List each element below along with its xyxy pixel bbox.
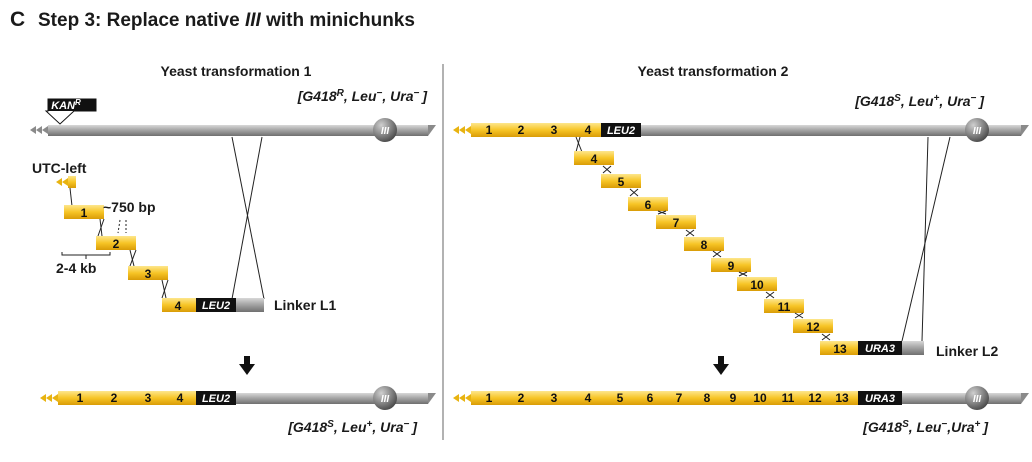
left-result-chunk: 4	[177, 391, 184, 405]
right-chunk-8: 8	[684, 237, 724, 252]
svg-text:1: 1	[81, 206, 88, 220]
svg-text:6: 6	[645, 198, 652, 212]
svg-text:III: III	[973, 394, 982, 405]
chunk-link	[575, 136, 583, 153]
left-chunk-3: 3	[128, 266, 168, 281]
right-result-chromosome: III	[453, 386, 1029, 410]
right-result-chunk: 8	[704, 391, 711, 405]
right-crossover	[901, 136, 951, 342]
right-result-chunk: 3	[551, 391, 558, 405]
left-result-chromosome: III	[40, 386, 436, 410]
right-result-chunk: 5	[617, 391, 624, 405]
left-centromere	[373, 118, 397, 142]
right-chunk-7: 7	[656, 215, 696, 230]
svg-text:10: 10	[750, 278, 764, 292]
right-chunk-4: 4	[574, 151, 614, 166]
right-chunk-6: 6	[628, 197, 668, 212]
right-top-chunk: 3	[551, 123, 558, 137]
left-phenotype-after: [G418S, Leu+, Ura−]	[287, 419, 418, 436]
left-leu2-marker: LEU2	[202, 300, 230, 312]
right-result-chunk: 7	[676, 391, 683, 405]
svg-text:3: 3	[145, 267, 152, 281]
overlap-bracket	[117, 219, 127, 234]
size-label: ~750 bp	[103, 199, 156, 215]
panel-letter: C	[10, 8, 25, 31]
left-result-leu2-marker: LEU2	[202, 393, 230, 405]
left-native-chromosome: III	[30, 118, 436, 142]
right-heading: Yeast transformation 2	[638, 63, 789, 79]
right-chunk-9: 9	[711, 258, 751, 273]
chunk-link	[129, 249, 137, 267]
right-chunk-11: 11	[764, 299, 804, 314]
right-result-chunk: 9	[730, 391, 737, 405]
right-chunk-12: 12	[793, 319, 833, 334]
kan-marker: KANR	[44, 98, 97, 125]
left-chunk-1: 1	[64, 205, 104, 220]
left-centromere-label: III	[381, 126, 390, 137]
right-result-chunk: 10	[753, 391, 767, 405]
right-ura3-marker: URA3	[865, 343, 895, 355]
right-chunk-junctions	[602, 165, 831, 341]
svg-text:13: 13	[833, 342, 847, 356]
right-result-chunk: 2	[518, 391, 525, 405]
right-chunk-5: 5	[601, 174, 641, 189]
right-top-chunk: 4	[585, 123, 592, 137]
left-result-chunk: 3	[145, 391, 152, 405]
span-label: 2-4 kb	[56, 260, 96, 276]
left-chunk-2: 2	[96, 236, 136, 251]
svg-text:9: 9	[728, 259, 735, 273]
right-result-chunk: 11	[782, 391, 795, 405]
chunk-link	[129, 249, 135, 267]
svg-text:III: III	[973, 126, 982, 137]
right-phenotype-before: [G418S, Leu+, Ura−]	[854, 93, 985, 110]
chunk-link	[575, 136, 581, 153]
chunk-link	[97, 218, 105, 237]
right-top-chunk: 1	[486, 123, 493, 137]
right-phenotype-after: [G418S, Leu−,Ura+]	[862, 419, 989, 436]
chunk-link	[161, 279, 169, 299]
left-crossover	[231, 136, 265, 300]
svg-text:2: 2	[113, 237, 120, 251]
svg-text:4: 4	[175, 299, 182, 313]
left-chunk-4-linker: 4 LEU2	[162, 298, 264, 313]
right-result-ura3-marker: URA3	[865, 393, 895, 405]
right-top-chromosome: III	[453, 118, 1029, 142]
chunk-link	[161, 279, 167, 299]
span-bracket	[61, 252, 111, 259]
left-heading: Yeast transformation 1	[161, 63, 312, 79]
left-down-arrow-icon	[239, 356, 255, 375]
panel-title: Step 3: Replace native III with minichun…	[38, 10, 415, 31]
utc-left-label: UTC-left	[32, 160, 87, 176]
svg-text:11: 11	[778, 300, 791, 314]
right-top-leu2-marker: LEU2	[607, 125, 635, 137]
utc-left-arrows	[56, 176, 76, 188]
right-result-chunk: 4	[585, 391, 592, 405]
linker-l2-label: Linker L2	[936, 343, 998, 359]
svg-text:III: III	[381, 394, 390, 405]
utc-link	[69, 187, 73, 207]
right-result-chunk: 13	[835, 391, 849, 405]
linker-l1-label: Linker L1	[274, 297, 336, 313]
left-result-chunk: 1	[77, 391, 84, 405]
right-result-chunk: 1	[486, 391, 493, 405]
kan-label: KANR	[51, 98, 81, 113]
left-phenotype-before: [G418R, Leu−, Ura−]	[297, 88, 429, 105]
svg-text:8: 8	[701, 238, 708, 252]
svg-text:12: 12	[806, 320, 820, 334]
svg-text:5: 5	[618, 175, 625, 189]
right-top-chunk: 2	[518, 123, 525, 137]
right-result-chunk: 6	[647, 391, 654, 405]
svg-text:4: 4	[591, 152, 598, 166]
left-result-chunk: 2	[111, 391, 118, 405]
right-chunk-10: 10	[737, 277, 777, 292]
right-result-chunk: 12	[808, 391, 822, 405]
right-down-arrow-icon	[713, 356, 729, 375]
right-chunk-13-linker: 13 URA3	[820, 341, 924, 356]
svg-text:7: 7	[673, 216, 680, 230]
